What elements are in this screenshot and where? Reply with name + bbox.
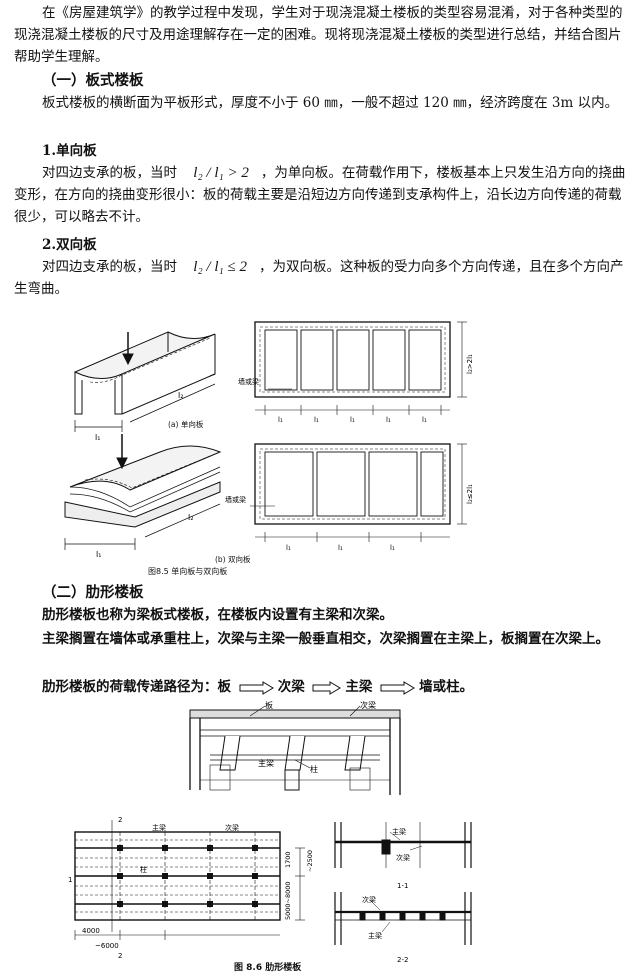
one-way-body: 对四边支承的板，当时 l₂ / l₁ > 2，为单向板。在荷载作用下，楼板基本上… [14,162,626,228]
plan-mark-1: 1 [68,876,72,884]
one-way-pre: 对四边支承的板，当时 [42,165,177,181]
one-way-formula: l₂ / l₁ > 2 [193,165,249,181]
section-1-title: （一）板式楼板 [42,72,144,89]
load-path-secondary-beam: 次梁 [277,679,305,695]
two-way-slab-plan [250,443,467,542]
b-plan-l1-3: l₁ [390,544,395,552]
two-way-post: ，为双向板。这种板的受力向多个方向传递，且在多个方向产生弯曲。 [14,259,624,297]
persp-main-beam-label: 主梁 [258,758,274,768]
load-path-slab: 板 [217,679,232,695]
arrow-icon [239,680,274,695]
two-way-body: 对四边支承的板，当时 l₂ / l₁ ≤ 2，为双向板。这种板的受力向多个方向传… [14,256,626,300]
persp-slab-label: 板 [265,700,273,710]
dim-5000: 5000~8000 [284,881,292,920]
fig-8-5-caption: 图8.5 单向板与双向板 [148,567,228,576]
two-way-formula: l₂ / l₁ ≤ 2 [193,259,247,275]
b-plan-l1-2: l₁ [338,544,343,552]
fig-8-6-caption: 图 8.6 肋形楼板 [234,963,302,973]
section-1-1 [334,822,472,868]
dim-2500: ~2500 [306,850,314,872]
section-2-line-2: 主梁搁置在墙体或承重柱上，次梁与主梁一般垂直相交，次梁搁置在主梁上，板搁置在次梁… [42,631,609,647]
s11-main-beam-label: 主梁 [392,827,406,836]
a-plan-l1-5: l₁ [422,416,427,424]
persp-sec-beam-label: 次梁 [360,700,376,710]
b-wall-label: 墙或梁 [225,495,246,504]
load-path-wall-column: 墙或柱。 [419,679,474,695]
load-path-main-beam: 主梁 [345,679,373,695]
a-ratio-label: l₂>2l₁ [466,354,474,374]
dim-1700: 1700 [284,851,292,868]
fig-8-5-sub-a: (a) 单向板 [168,420,204,429]
two-way-slab-perspective [64,434,222,550]
arrow-icon [312,680,342,695]
b-persp-l1: l₁ [96,550,101,559]
a-plan-l1-3: l₁ [350,416,355,424]
one-way-post: ，为单向板。在荷载作用下，楼板基本上只发生沿方向的挠曲变形，在方向的挠曲变形很小… [14,165,626,225]
section-2-line-1: 肋形楼板也称为梁板式楼板，在楼板内设置有主梁和次梁。 [42,607,393,623]
a-wall-label: 墙或梁 [238,377,259,386]
load-path-label: 肋形楼板的荷载传递路径为： [42,679,218,695]
one-way-slab-perspective [73,331,216,432]
arrow-icon [380,680,416,695]
ribbed-slab-perspective [189,705,401,795]
a-persp-l2: l₂ [178,391,183,400]
persp-column-label: 柱 [310,764,318,774]
one-way-title: 1.单向板 [42,143,97,159]
a-plan-l1-2: l₁ [314,416,319,424]
plan-sec-beam-label: 次梁 [225,823,239,832]
intro-paragraph: 在《房屋建筑学》的教学过程中发现，学生对于现浇混凝土楼板的类型容易混淆，对于各种… [14,5,623,65]
section-1-body: 板式楼板的横断面为平板形式，厚度不小于 60 ㎜，一般不超过 120 ㎜，经济跨… [42,95,619,111]
two-way-pre: 对四边支承的板，当时 [42,259,177,275]
a-plan-l1-4: l₁ [386,416,391,424]
b-plan-l1-1: l₁ [286,544,291,552]
b-ratio-label: l₂≤2l₁ [466,484,474,504]
two-way-title: 2.双向板 [42,237,97,253]
section-2-2 [334,892,472,945]
plan-main-beam-label: 主梁 [152,823,166,832]
dim-6000: ~6000 [95,942,119,950]
a-persp-l1: l₁ [95,433,100,442]
plan-column-label: 柱 [140,865,147,874]
fig-8-5-sub-b: (b) 双向板 [215,555,251,564]
plan-mark-2-bottom: 2 [118,952,122,960]
figure-8-5: l₁ l₂ l₁ l₁ l₁ l₁ l₁ 墙或梁 l₂>2l₁ [64,321,474,559]
dim-4000: 4000 [82,927,100,935]
figure-8-6: 板 次梁 主梁 柱 2 2 1 主梁 次梁 [68,700,472,964]
plan-mark-2-top: 2 [118,816,122,824]
s22-main-beam-label: 主梁 [368,931,382,940]
a-plan-l1-1: l₁ [278,416,283,424]
section-1-1-label: 1-1 [397,882,408,890]
s22-sec-beam-label: 次梁 [362,895,376,904]
one-way-slab-plan [254,321,467,415]
b-persp-l2: l₂ [188,513,193,522]
section-2-title: （二）肋形楼板 [42,584,144,601]
section-2-2-label: 2-2 [397,956,408,964]
load-path: 肋形楼板的荷载传递路径为：板 次梁 主梁 墙或柱。 [42,676,632,698]
s11-sec-beam-label: 次梁 [396,853,410,862]
ribbed-slab-plan [74,820,305,940]
